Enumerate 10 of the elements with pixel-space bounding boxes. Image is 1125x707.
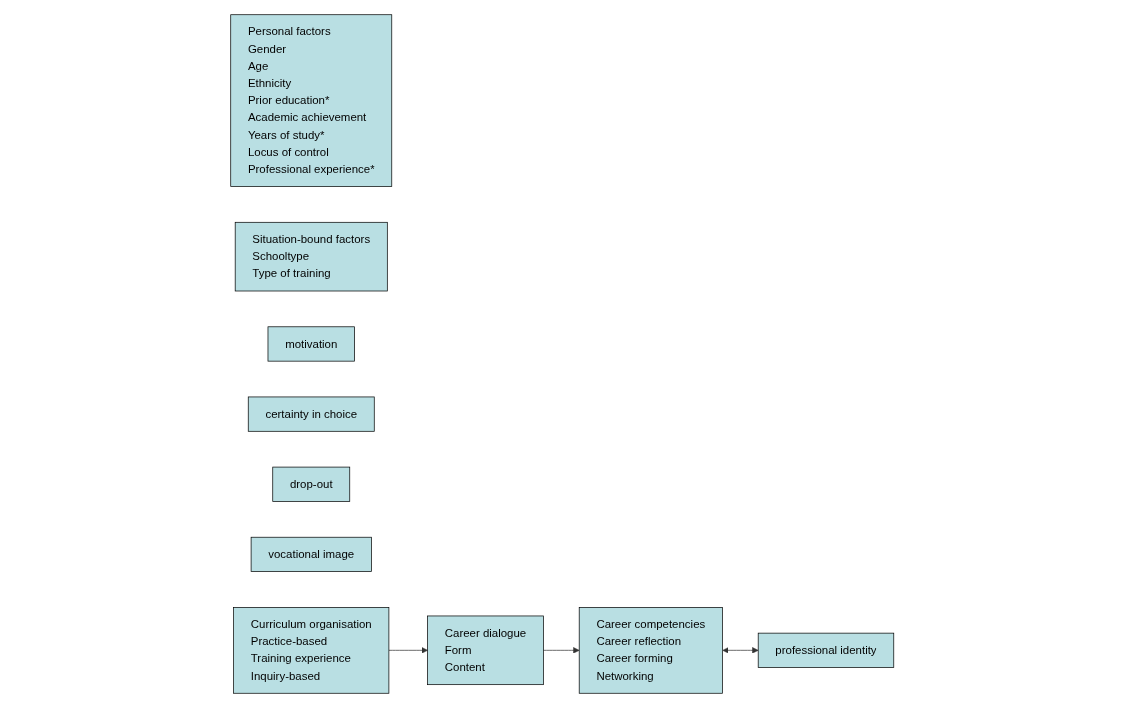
node-box: motivation xyxy=(267,325,356,361)
node-box: Career competencies Career reflection Career forming Networking xyxy=(579,606,723,694)
node-box: vocational image xyxy=(251,536,372,572)
node-box: Curriculum organisation Practice-based Training experience Inquiry-based xyxy=(233,606,390,694)
node-box: certainty in choice xyxy=(248,396,375,432)
node-box: professional identity xyxy=(758,632,895,668)
node-box: Career dialogue Form Content xyxy=(427,615,544,685)
node-box: Situation-bound factors Schooltype Type of training xyxy=(235,221,388,291)
node-box: Personal factors Gender Age Ethnicity Prior education* Academic achievement Years of study* Locus of control Professional experience* xyxy=(230,13,393,187)
node-box: drop-out xyxy=(272,466,351,502)
